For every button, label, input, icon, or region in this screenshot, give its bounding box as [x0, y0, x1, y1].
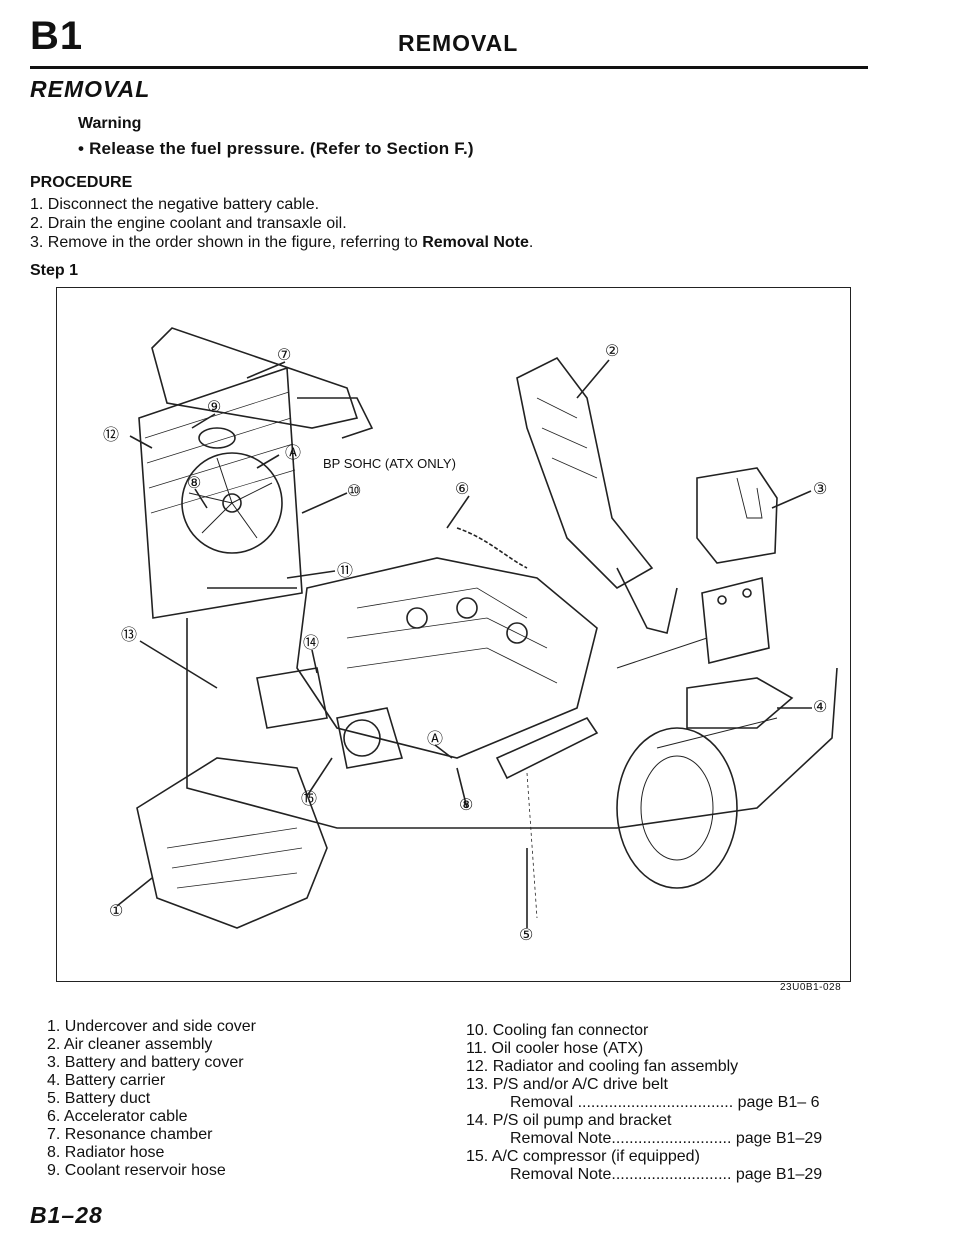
- procedure-step: 3. Remove in the order shown in the figu…: [30, 233, 533, 252]
- procedure-step: 1. Disconnect the negative battery cable…: [30, 196, 320, 213]
- warning-item: • Release the fuel pressure. (Refer to S…: [78, 139, 474, 158]
- header-rule: [30, 66, 868, 69]
- legend-item: 12. Radiator and cooling fan assembly: [466, 1058, 739, 1075]
- legend-item: 3. Battery and battery cover: [47, 1054, 244, 1071]
- callout: ⑬: [121, 626, 137, 644]
- legend-item: 8. Radiator hose: [47, 1144, 165, 1161]
- legend-item: 7. Resonance chamber: [47, 1126, 213, 1143]
- legend-item: 6. Accelerator cable: [47, 1108, 188, 1125]
- legend-item: 5. Battery duct: [47, 1090, 151, 1107]
- callout: ⑧: [459, 797, 473, 814]
- section-title: REMOVAL: [30, 76, 151, 102]
- removal-note-ref: Removal Note: [422, 234, 529, 251]
- callout: Ⓐ: [285, 444, 301, 462]
- warning-label: Warning: [78, 115, 142, 132]
- callout: ⑫: [103, 426, 119, 444]
- callout: ⑩: [347, 483, 361, 500]
- warning-text: Release the fuel pressure. (Refer to Sec…: [89, 139, 474, 158]
- step-label: Step 1: [30, 262, 79, 279]
- callout: ⑭: [303, 634, 319, 652]
- procedure-step: 2. Drain the engine coolant and transaxl…: [30, 215, 347, 232]
- legend-left: 1. Undercover and side cover 2. Air clea…: [47, 1018, 256, 1180]
- legend-item: 14. P/S oil pump and bracket: [466, 1112, 672, 1129]
- legend-item: 13. P/S and/or A/C drive belt: [466, 1076, 668, 1093]
- legend-item: 15. A/C compressor (if equipped): [466, 1148, 700, 1165]
- procedure-steps: 1. Disconnect the negative battery cable…: [30, 195, 533, 252]
- page-number: B1–28: [30, 1202, 103, 1228]
- header-title: REMOVAL: [398, 30, 519, 56]
- section-code: B1: [30, 14, 84, 58]
- procedure-label: PROCEDURE: [30, 174, 133, 191]
- legend-item: 11. Oil cooler hose (ATX): [466, 1040, 644, 1057]
- step3-text: 3. Remove in the order shown in the figu…: [30, 234, 423, 251]
- legend-item: 2. Air cleaner assembly: [47, 1036, 213, 1053]
- legend-item: 4. Battery carrier: [47, 1072, 166, 1089]
- legend-item: 9. Coolant reservoir hose: [47, 1162, 226, 1179]
- legend-page-ref: Removal ................................…: [510, 1094, 820, 1111]
- callout: ⑮: [301, 790, 317, 808]
- legend-page-ref: Removal Note........................... …: [510, 1130, 823, 1147]
- callout: ⑥: [455, 481, 469, 498]
- callout: ⑤: [519, 927, 533, 944]
- callout: ⑪: [337, 562, 353, 580]
- legend-item: 1. Undercover and side cover: [47, 1018, 256, 1035]
- callout: ②: [605, 343, 619, 360]
- legend-page-ref: Removal Note........................... …: [510, 1166, 823, 1183]
- engine-note: BP SOHC (ATX ONLY): [323, 456, 456, 471]
- callout: ③: [813, 481, 827, 498]
- callout: ④: [813, 699, 827, 716]
- legend-right: 10. Cooling fan connector 11. Oil cooler…: [466, 1022, 822, 1184]
- step3-end: .: [528, 234, 534, 251]
- callout: Ⓐ: [427, 730, 443, 748]
- figure-code: 23U0B1-028: [780, 982, 842, 993]
- callout: ⑨: [207, 399, 221, 416]
- legend-item: 10. Cooling fan connector: [466, 1022, 649, 1039]
- callout: ⑧: [187, 475, 201, 492]
- callout: ⑦: [277, 347, 291, 364]
- callout: ①: [109, 903, 123, 920]
- engine-bay-illustration: ⑦ ② ⑨ ⑫ Ⓐ BP SOHC (ATX ONLY) ⑩ ⑥ ③ ⑧ ⑪ ⑬…: [103, 327, 838, 944]
- removal-figure: ⑦ ② ⑨ ⑫ Ⓐ BP SOHC (ATX ONLY) ⑩ ⑥ ③ ⑧ ⑪ ⑬…: [56, 287, 851, 982]
